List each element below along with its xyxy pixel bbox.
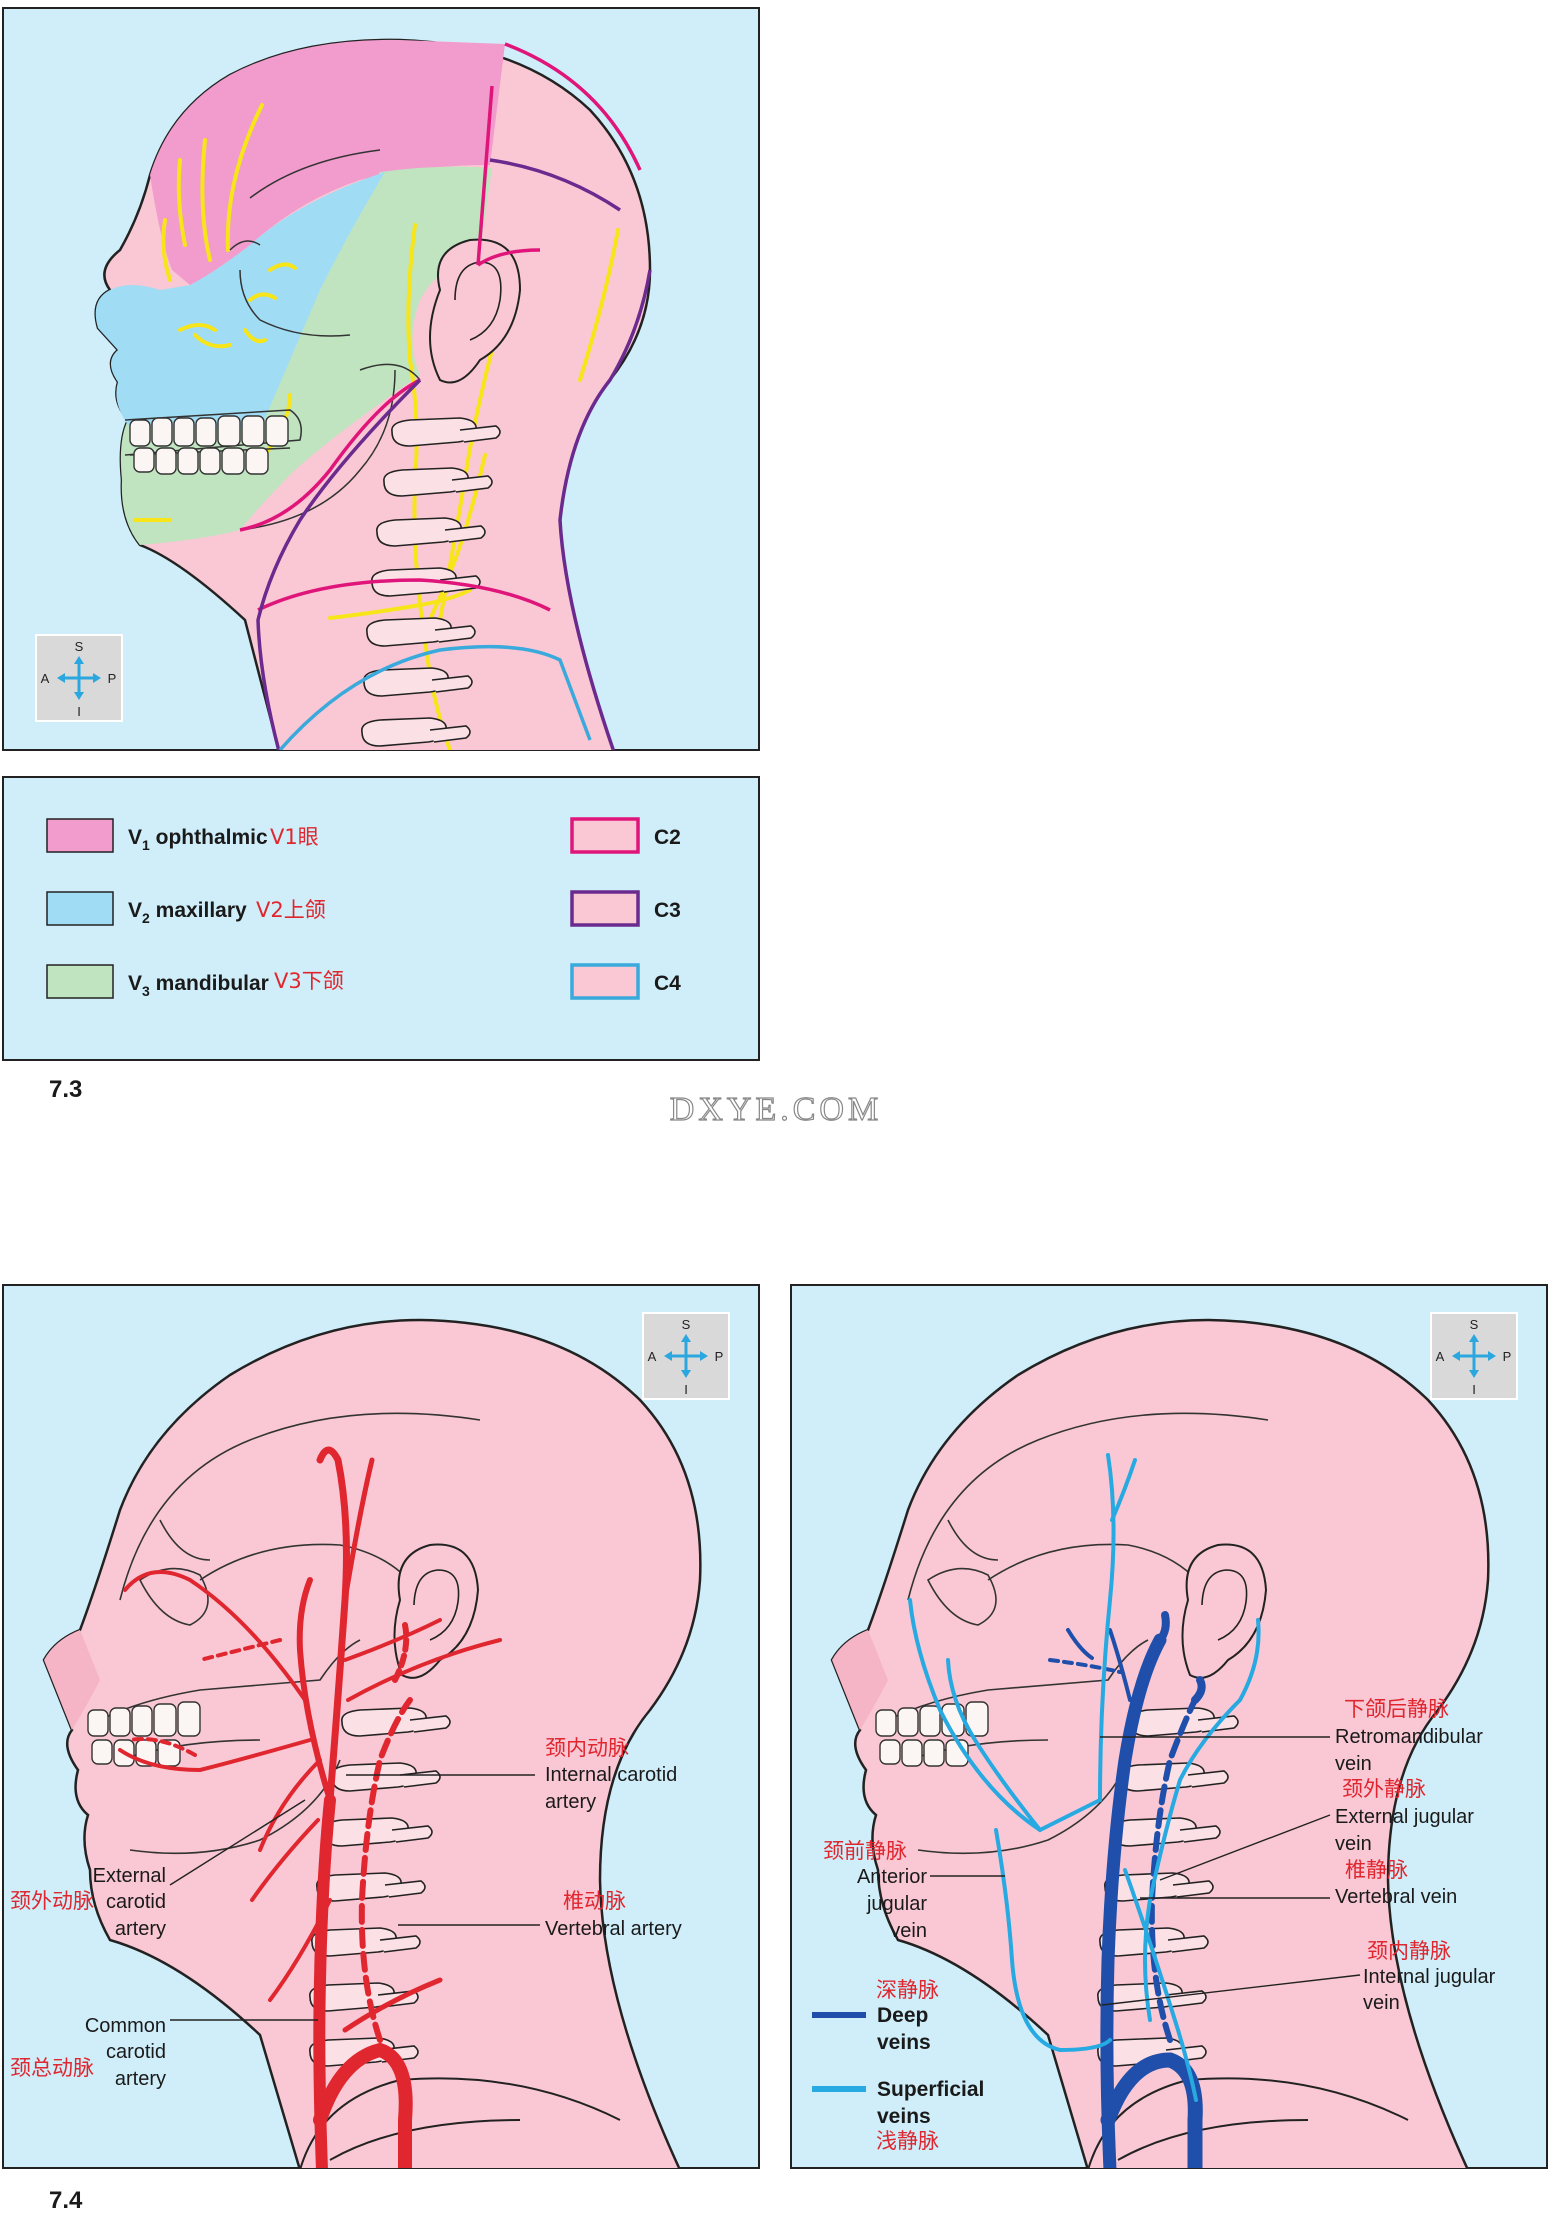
head-dermatome-illustration: S I A P (35, 38, 652, 750)
svg-text:V1眼: V1眼 (270, 825, 319, 849)
svg-text:External: External (93, 1865, 166, 1887)
legend-superficial-veins: Superficial veins 浅静脉 (812, 2078, 984, 2153)
label-external-carotid: External 颈外动脉 carotid artery (10, 1865, 166, 1940)
svg-text:颈前静脉: 颈前静脉 (823, 1839, 907, 1863)
figure-7-3-number: 7.3 (49, 1076, 82, 1103)
label-common-carotid: Common carotid 颈总动脉 artery (10, 2015, 166, 2090)
legend-item-v1: V1 ophthalmic V1眼 (46, 818, 319, 853)
svg-text:P: P (1503, 1349, 1512, 1364)
svg-text:P: P (108, 671, 117, 686)
figure-7-3-legend: V1 ophthalmic V1眼 V2 maxillary V2上颌 V3 m… (2, 776, 760, 1061)
superficial-vein-network (908, 1453, 1261, 2102)
legend-item-v2: V2 maxillary V2上颌 (46, 891, 326, 926)
svg-text:artery: artery (115, 1918, 166, 1940)
watermark: DXYE.COM (670, 1091, 882, 1128)
external-jugular-vein (1143, 1618, 1261, 2022)
svg-text:C4: C4 (654, 972, 681, 995)
svg-text:S: S (1470, 1317, 1479, 1332)
svg-text:S: S (682, 1317, 691, 1332)
svg-text:浅静脉: 浅静脉 (876, 2129, 939, 2153)
svg-text:Deep: Deep (877, 2004, 928, 2027)
compass-7-4-arteries: S I A P (642, 1312, 730, 1400)
svg-text:vein: vein (1335, 1753, 1372, 1775)
svg-text:A: A (648, 1349, 657, 1364)
svg-text:jugular: jugular (866, 1893, 927, 1915)
svg-text:A: A (1436, 1349, 1445, 1364)
label-external-jugular: 颈外静脉 External jugular vein (1335, 1777, 1474, 1855)
svg-text:V3 mandibular: V3 mandibular (128, 972, 269, 999)
internal-carotid-artery (316, 1446, 350, 1804)
svg-text:Superficial: Superficial (877, 2078, 984, 2101)
svg-text:深静脉: 深静脉 (876, 1978, 939, 2002)
label-vertebral-artery: 椎动脉 Vertebral artery (545, 1889, 682, 1940)
artery-network (118, 1446, 502, 2168)
label-retromandibular: 下颌后静脉 Retromandibular vein (1335, 1697, 1483, 1775)
svg-text:V2 maxillary: V2 maxillary (128, 899, 247, 926)
svg-text:I: I (684, 1382, 688, 1397)
c2-boundary (239, 42, 642, 612)
svg-text:V2上颌: V2上颌 (256, 898, 326, 922)
svg-text:A: A (41, 671, 50, 686)
vertebral-vein (1148, 1697, 1198, 2043)
compass-7-3: S I A P (35, 634, 123, 722)
svg-text:Retromandibular: Retromandibular (1335, 1726, 1483, 1748)
svg-text:下颌后静脉: 下颌后静脉 (1344, 1697, 1449, 1721)
svg-text:C2: C2 (654, 826, 681, 849)
legend-item-c2: C2 (570, 817, 681, 854)
c4-boundary (278, 644, 592, 750)
figure-7-4-arteries-panel: S I A P 颈内动脉 Internal carotid artery Ext… (2, 1284, 760, 2169)
svg-text:artery: artery (545, 1791, 596, 1813)
svg-text:Internal carotid: Internal carotid (545, 1764, 677, 1786)
figure-7-3-panel: S I A P (2, 7, 760, 751)
svg-text:V3下颌: V3下颌 (274, 969, 344, 993)
legend-item-c3: C3 (570, 890, 681, 927)
vertebral-artery (358, 1697, 413, 2043)
figure-7-4-number: 7.4 (49, 2187, 83, 2214)
svg-text:veins: veins (877, 2031, 931, 2054)
svg-text:vein: vein (890, 1920, 927, 1942)
svg-text:C3: C3 (654, 899, 681, 922)
v2-maxillary-region (95, 172, 385, 430)
svg-text:S: S (75, 639, 84, 654)
label-internal-carotid: 颈内动脉 Internal carotid artery (545, 1736, 677, 1813)
c3-boundary (256, 158, 652, 750)
legend-deep-veins: 深静脉 Deep veins (812, 1978, 939, 2054)
svg-text:veins: veins (877, 2105, 931, 2128)
svg-text:I: I (1472, 1382, 1476, 1397)
legend-item-c4: C4 (570, 963, 681, 1000)
svg-text:carotid: carotid (106, 2041, 166, 2063)
label-internal-jugular: 颈内静脉 Internal jugular vein (1363, 1939, 1496, 2014)
svg-text:颈内静脉: 颈内静脉 (1367, 1939, 1451, 1963)
svg-text:Common: Common (85, 2015, 166, 2037)
v1-ophthalmic-region (150, 39, 505, 286)
legend-item-v3: V3 mandibular V3下颌 (46, 964, 344, 999)
svg-text:Vertebral vein: Vertebral vein (1335, 1886, 1457, 1908)
svg-text:V1 ophthalmic: V1 ophthalmic (128, 826, 268, 853)
svg-text:Vertebral artery: Vertebral artery (545, 1918, 682, 1940)
svg-text:vein: vein (1335, 1833, 1372, 1855)
svg-text:颈外静脉: 颈外静脉 (1342, 1777, 1426, 1801)
compass-7-4-veins: S I A P (1430, 1312, 1518, 1400)
internal-jugular-vein (1100, 1633, 1167, 2168)
svg-text:椎动脉: 椎动脉 (563, 1889, 626, 1913)
svg-text:颈内动脉: 颈内动脉 (545, 1736, 629, 1760)
svg-text:Internal jugular: Internal jugular (1363, 1966, 1496, 1988)
label-vertebral-vein: 椎静脉 Vertebral vein (1335, 1858, 1457, 1908)
svg-text:颈总动脉: 颈总动脉 (10, 2056, 94, 2080)
retromandibular-vein (1098, 1453, 1116, 1802)
svg-text:I: I (77, 704, 81, 719)
svg-text:椎静脉: 椎静脉 (1345, 1858, 1408, 1882)
svg-text:颈外动脉: 颈外动脉 (10, 1889, 94, 1913)
svg-text:Anterior: Anterior (857, 1866, 927, 1888)
svg-text:carotid: carotid (106, 1891, 166, 1913)
label-anterior-jugular: 颈前静脉 Anterior jugular vein (823, 1839, 927, 1942)
svg-text:vein: vein (1363, 1992, 1400, 2014)
svg-text:artery: artery (115, 2068, 166, 2090)
anterior-jugular-vein (994, 1828, 1112, 2053)
svg-text:External jugular: External jugular (1335, 1806, 1474, 1828)
svg-text:P: P (715, 1349, 724, 1364)
figure-7-4-veins-panel: S I A P 下颌后静脉 Retromandibular vein 颈外静脉 … (790, 1284, 1548, 2169)
